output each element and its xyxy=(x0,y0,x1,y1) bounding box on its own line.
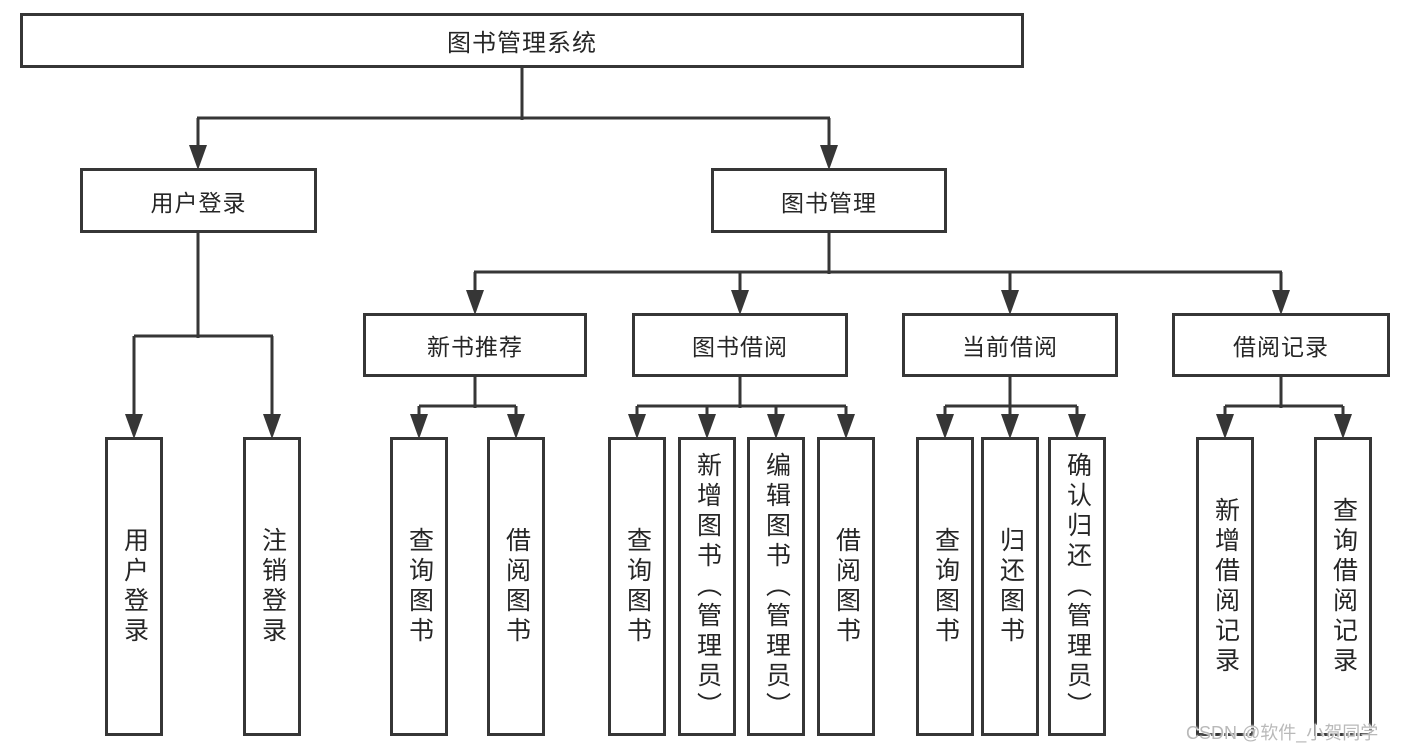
leaf-confirm-return-admin: 确认归还（管理员） xyxy=(1048,437,1106,736)
leaf-edit-book-admin-label: 编辑图书（管理员） xyxy=(762,451,791,722)
node-current-borrowing-label: 当前借阅 xyxy=(962,334,1058,360)
node-book-management-label: 图书管理 xyxy=(781,189,877,216)
node-new-book-recommend: 新书推荐 xyxy=(363,313,587,377)
leaf-return-book-label: 归还图书 xyxy=(996,526,1025,647)
leaf-borrow-book-recommend: 借阅图书 xyxy=(487,437,545,736)
leaf-query-book-recommend: 查询图书 xyxy=(390,437,448,736)
leaf-logout: 注销登录 xyxy=(243,437,301,736)
leaf-add-borrow-record: 新增借阅记录 xyxy=(1196,437,1254,736)
leaf-query-book-borrowing: 查询图书 xyxy=(608,437,666,736)
leaf-user-login: 用户登录 xyxy=(105,437,163,736)
leaf-add-borrow-record-label: 新增借阅记录 xyxy=(1211,496,1240,677)
node-borrowing-records-label: 借阅记录 xyxy=(1233,334,1329,360)
leaf-confirm-return-admin-label: 确认归还（管理员） xyxy=(1063,451,1092,722)
leaf-borrow-book: 借阅图书 xyxy=(817,437,875,736)
node-borrowing-records: 借阅记录 xyxy=(1172,313,1390,377)
leaf-query-book-recommend-label: 查询图书 xyxy=(405,526,434,647)
watermark: CSDN @软件_小贺同学 xyxy=(1186,723,1379,743)
leaf-query-book-current-label: 查询图书 xyxy=(931,526,960,647)
node-book-borrowing: 图书借阅 xyxy=(632,313,848,377)
node-root-label: 图书管理系统 xyxy=(447,30,597,57)
leaf-logout-label: 注销登录 xyxy=(258,526,287,647)
node-new-book-recommend-label: 新书推荐 xyxy=(427,334,523,360)
node-user-login-label: 用户登录 xyxy=(150,189,247,216)
leaf-borrow-book-label: 借阅图书 xyxy=(832,526,861,647)
leaf-query-borrow-record-label: 查询借阅记录 xyxy=(1329,496,1358,677)
leaf-add-book-admin-label: 新增图书（管理员） xyxy=(693,451,722,722)
node-current-borrowing: 当前借阅 xyxy=(902,313,1118,377)
leaf-borrow-book-recommend-label: 借阅图书 xyxy=(502,526,531,647)
leaf-add-book-admin: 新增图书（管理员） xyxy=(678,437,736,736)
leaf-user-login-label: 用户登录 xyxy=(120,526,149,647)
node-book-management: 图书管理 xyxy=(711,168,947,233)
node-root-library-system: 图书管理系统 xyxy=(20,13,1024,68)
node-book-borrowing-label: 图书借阅 xyxy=(692,334,788,360)
leaf-query-borrow-record: 查询借阅记录 xyxy=(1314,437,1372,736)
leaf-query-book-current: 查询图书 xyxy=(916,437,974,736)
node-user-login: 用户登录 xyxy=(80,168,317,233)
leaf-edit-book-admin: 编辑图书（管理员） xyxy=(747,437,805,736)
leaf-query-book-borrowing-label: 查询图书 xyxy=(623,526,652,647)
leaf-return-book: 归还图书 xyxy=(981,437,1039,736)
